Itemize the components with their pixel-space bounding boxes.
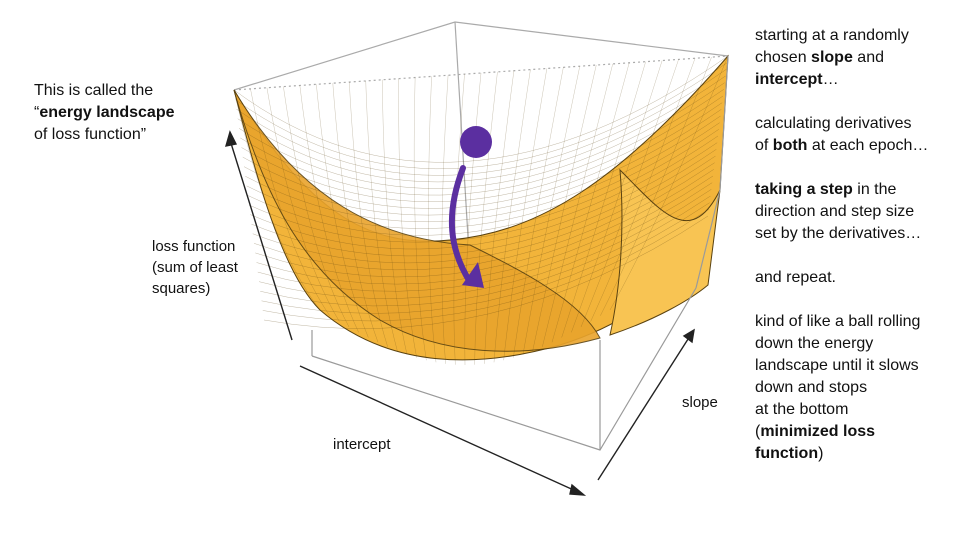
mesh-line bbox=[241, 95, 724, 202]
mesh-line bbox=[609, 55, 729, 311]
mesh-line bbox=[413, 77, 427, 361]
mesh-line bbox=[245, 115, 721, 222]
surface-front-fold bbox=[233, 89, 601, 352]
x-axis-arrow bbox=[299, 365, 579, 493]
left-note: This is called the “energy landscape of … bbox=[34, 80, 175, 146]
mesh-line bbox=[561, 61, 646, 338]
mesh-line bbox=[428, 76, 437, 363]
mesh-line bbox=[261, 202, 710, 314]
mesh-line bbox=[262, 209, 709, 322]
mesh-line bbox=[503, 68, 548, 361]
axis-arrows bbox=[225, 130, 695, 496]
mesh-line bbox=[365, 80, 398, 351]
left-note-line1: This is called the bbox=[34, 82, 154, 99]
mesh-line bbox=[513, 67, 564, 358]
mesh-line bbox=[263, 215, 709, 329]
mesh-line bbox=[233, 89, 321, 311]
mesh-line bbox=[257, 182, 713, 292]
descent-arrow-head bbox=[462, 262, 484, 288]
mesh-line bbox=[247, 129, 719, 236]
note-step: taking a step in the direction and step … bbox=[755, 181, 922, 242]
mesh-line bbox=[246, 122, 720, 229]
surface-mesh bbox=[233, 55, 729, 366]
mesh-line bbox=[441, 75, 449, 364]
note-ball: kind of like a ball rolling down the ene… bbox=[755, 313, 921, 462]
mesh-line bbox=[580, 59, 679, 328]
descent-arrow-icon bbox=[448, 165, 473, 285]
mesh-line bbox=[251, 149, 717, 257]
right-notes: starting at a randomly chosen slope and … bbox=[755, 25, 928, 465]
mesh-line bbox=[484, 70, 515, 364]
mesh-line bbox=[248, 135, 719, 243]
note-derivatives: calculating derivatives of both at each … bbox=[755, 115, 929, 154]
mesh-line bbox=[243, 109, 722, 216]
mesh-line bbox=[240, 89, 724, 196]
mesh-line bbox=[474, 71, 498, 365]
mesh-line bbox=[233, 55, 729, 163]
mesh-line bbox=[258, 189, 712, 299]
mesh-line bbox=[522, 66, 580, 355]
y-axis-arrow bbox=[597, 335, 691, 481]
mesh-line bbox=[532, 65, 597, 351]
mesh-line bbox=[238, 82, 725, 189]
mesh-line bbox=[235, 62, 728, 169]
mesh-line bbox=[571, 60, 663, 333]
y-axis-label: slope bbox=[682, 394, 718, 411]
left-note-quote: “ bbox=[34, 104, 40, 121]
mesh-line bbox=[542, 63, 613, 347]
mesh-line bbox=[283, 86, 350, 328]
mesh-line bbox=[493, 69, 531, 363]
mesh-line bbox=[299, 85, 359, 333]
mesh-line bbox=[255, 169, 714, 278]
mesh-line bbox=[398, 78, 417, 358]
x-axis-label: intercept bbox=[333, 436, 391, 453]
mesh-line bbox=[250, 142, 718, 250]
mesh-line bbox=[260, 195, 711, 307]
loss-surface bbox=[233, 54, 729, 366]
mesh-line bbox=[382, 79, 408, 355]
note-repeat: and repeat. bbox=[755, 269, 836, 286]
mesh-line bbox=[266, 87, 340, 322]
mesh-line bbox=[252, 155, 716, 264]
mesh-line bbox=[590, 58, 696, 322]
z-axis-label: loss function (sum of least squares) bbox=[152, 238, 238, 297]
mesh-line bbox=[256, 175, 714, 285]
note-start: starting at a randomly chosen slope and … bbox=[755, 27, 909, 88]
mesh-line bbox=[236, 69, 727, 176]
mesh-line bbox=[551, 62, 630, 343]
mesh-line bbox=[253, 162, 715, 271]
left-note-line3: of loss function” bbox=[34, 126, 147, 143]
mesh-line bbox=[349, 82, 388, 347]
mesh-line bbox=[316, 84, 369, 338]
z-axis-arrow bbox=[229, 139, 293, 341]
mesh-line bbox=[464, 72, 482, 366]
mesh-line bbox=[237, 75, 726, 182]
mesh-line bbox=[600, 57, 712, 316]
mesh-line bbox=[242, 102, 723, 209]
left-note-bold: energy landscape bbox=[39, 104, 175, 121]
ball-marker-icon bbox=[460, 126, 492, 158]
mesh-line bbox=[250, 88, 330, 316]
mesh-line bbox=[332, 83, 379, 343]
box-front-edges bbox=[311, 55, 729, 451]
